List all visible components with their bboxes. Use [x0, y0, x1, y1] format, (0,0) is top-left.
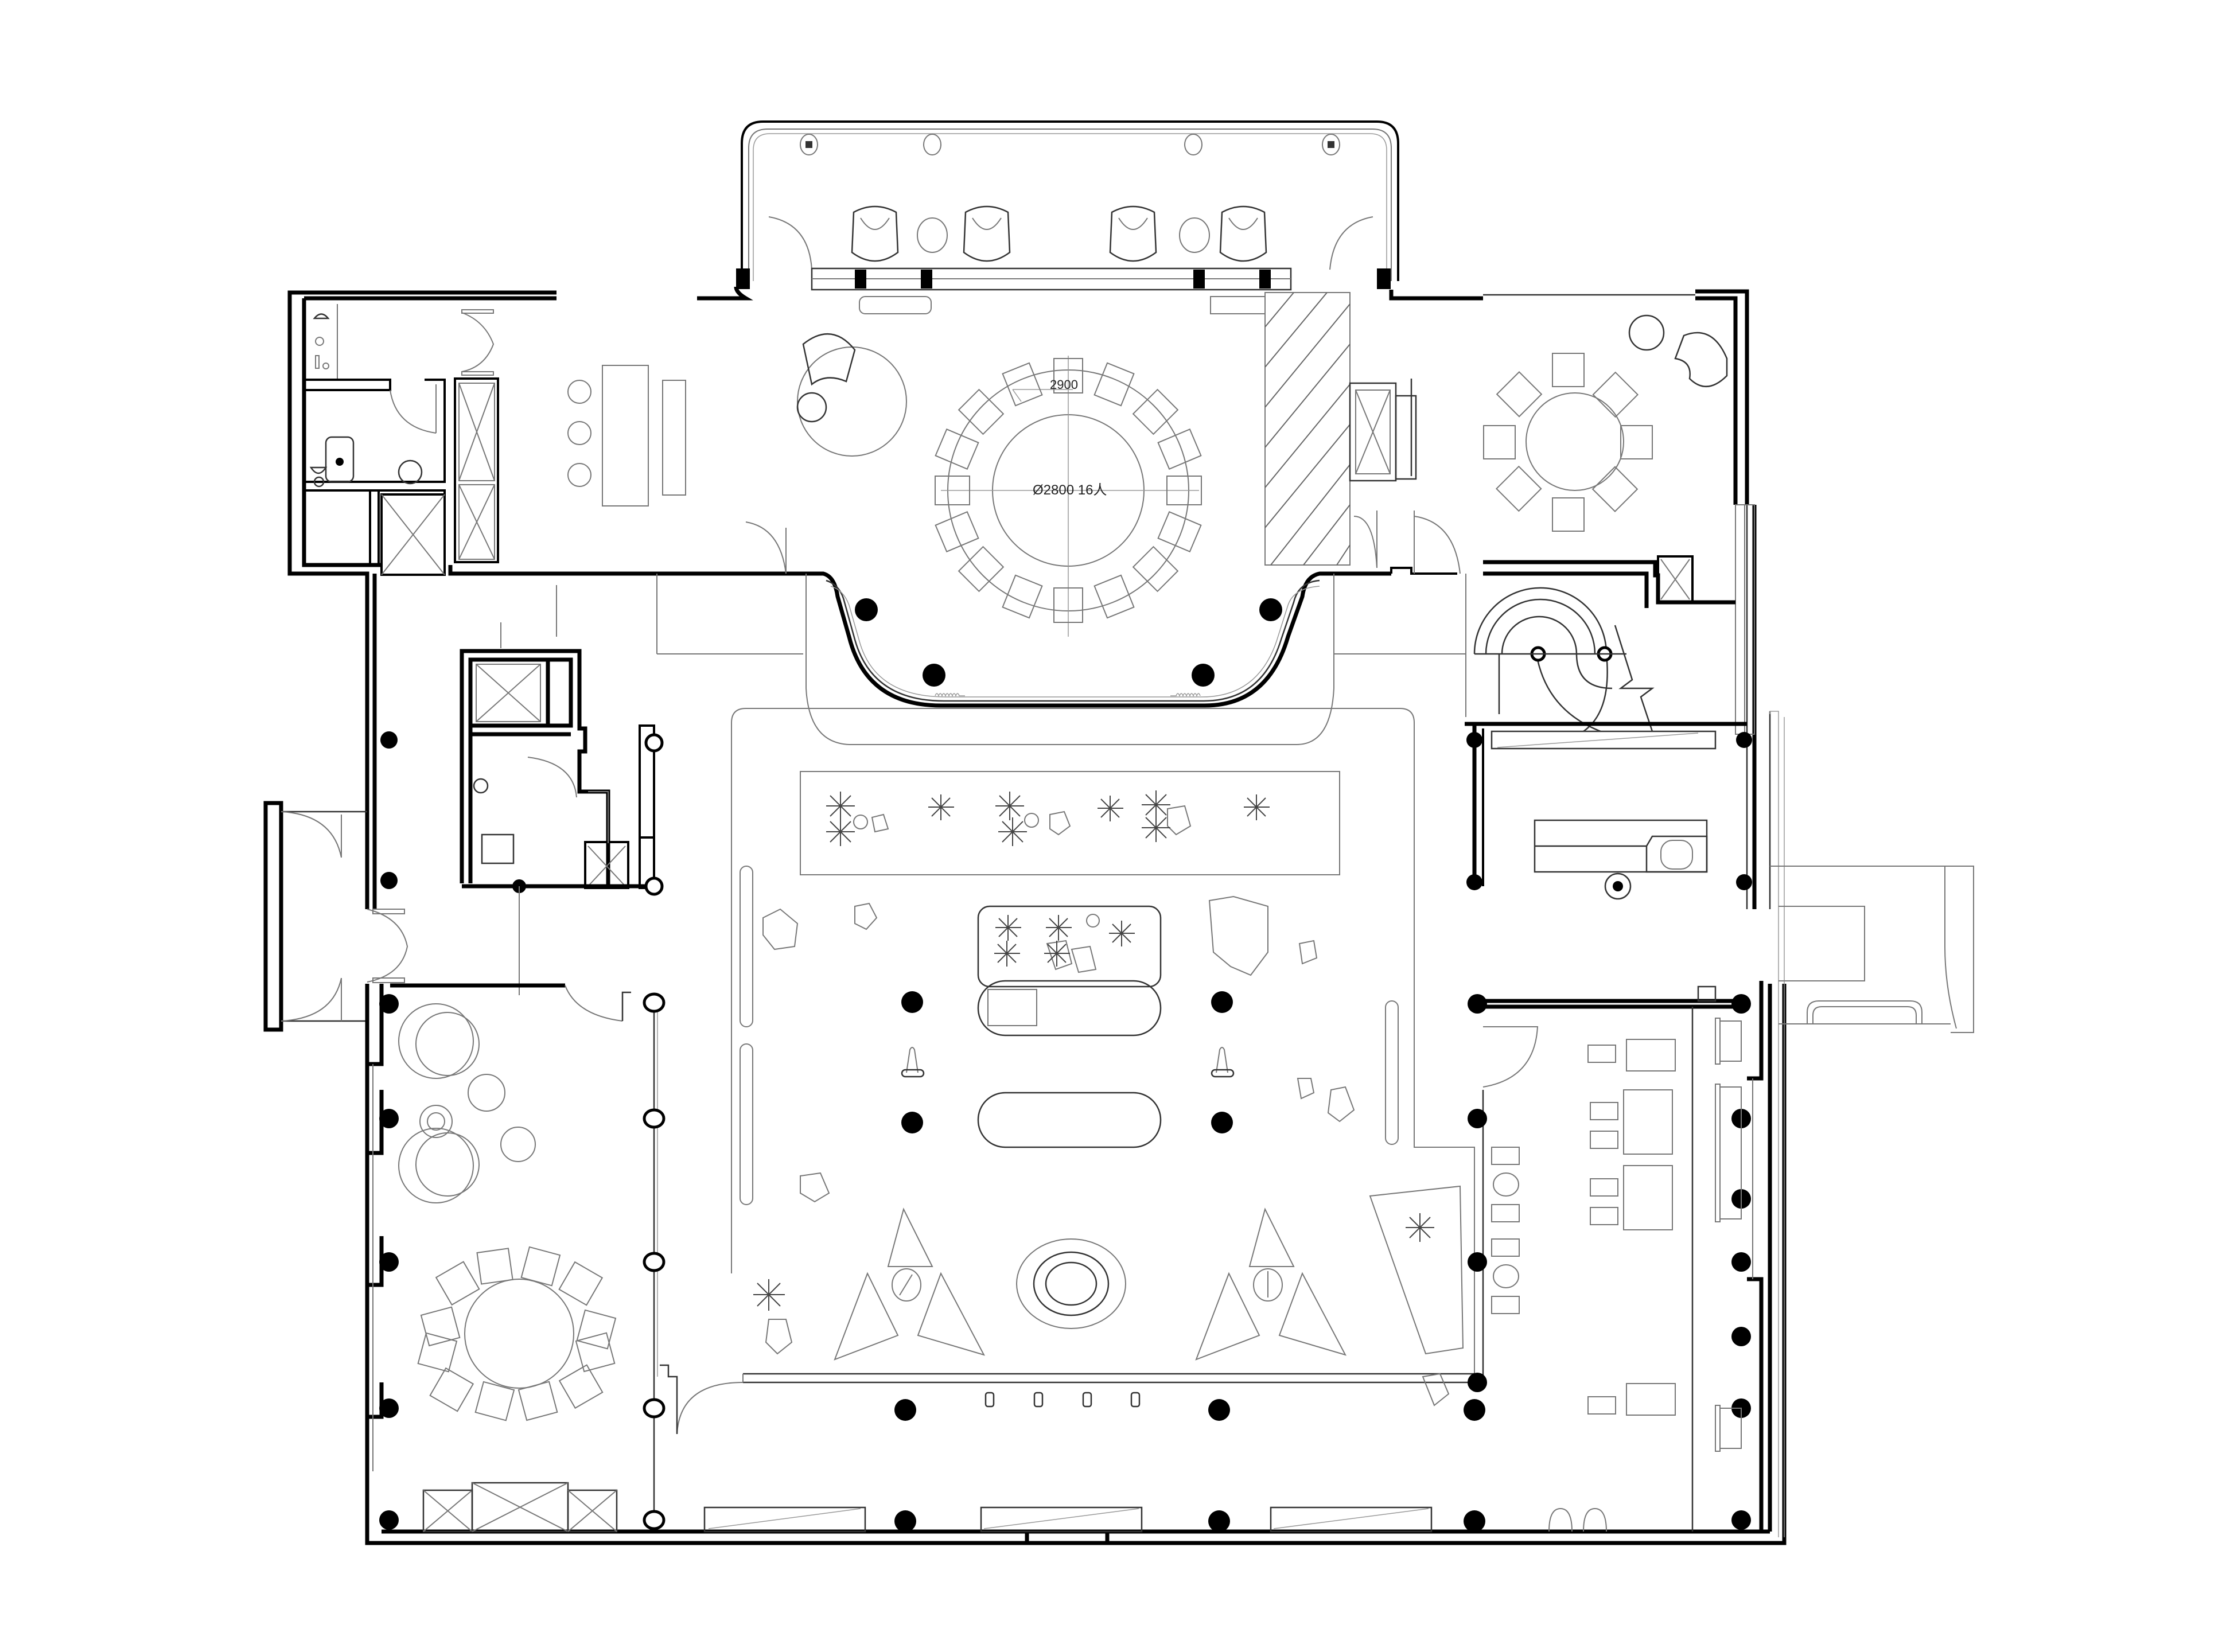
triangle-sculpture [834, 1207, 1347, 1361]
lamp-icon [901, 1047, 1235, 1078]
reception [1466, 724, 1752, 900]
front-terrace [736, 120, 1399, 291]
spiral-stair [1465, 555, 1747, 733]
exterior-walls [263, 286, 1787, 1545]
round-table-16: Ø2800 16人 2900 [935, 356, 1202, 637]
plant-icon [753, 790, 1434, 1311]
door-swing [768, 216, 812, 270]
upper-left-lounge [454, 309, 686, 563]
armchair-icon [851, 205, 1267, 262]
lower-left-dining [365, 983, 678, 1533]
rock-icon [762, 805, 1450, 1406]
left-entry [281, 731, 408, 1022]
table-label: Ø2800 16人 [1033, 482, 1107, 498]
main-banquet-room: Ø2800 16人 2900 [745, 292, 1461, 745]
fountain [1016, 1238, 1126, 1329]
ceiling-light-icon [800, 134, 1340, 155]
hatch-pattern [1264, 292, 1351, 566]
service-core [460, 585, 664, 995]
dimension-label: 2900 [1050, 377, 1078, 392]
side-table-icon [917, 217, 1210, 253]
stool-icon [984, 1392, 1141, 1408]
door-swing [1329, 216, 1373, 270]
exterior-entry [1769, 711, 1974, 1537]
upper-left-restroom [304, 304, 446, 576]
central-hall [676, 708, 1485, 1533]
glazing [736, 267, 1391, 291]
upper-right-dining [1483, 314, 1755, 735]
misc-lines [656, 574, 1466, 717]
lower-right-dining [1468, 981, 1764, 1532]
